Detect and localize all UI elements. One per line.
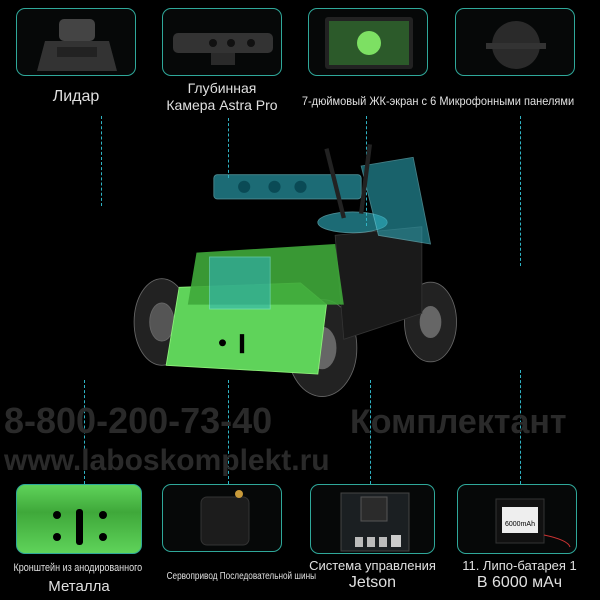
depth-camera-box — [162, 8, 282, 76]
lidar-box — [16, 8, 136, 76]
watermark-site: www.laboskomplekt.ru — [4, 444, 330, 477]
battery-icon: 6000mAh — [495, 498, 571, 548]
jetson-label-2: Jetson — [348, 574, 397, 591]
battery-label-2: В 6000 мАч — [476, 574, 563, 591]
battery-label-1: 11. Липо-батарея 1 — [462, 558, 577, 573]
battery-box: 6000mAh — [457, 484, 577, 554]
metal-bracket-label-1: Кронштейн из анодированного — [13, 562, 143, 574]
servo-box — [162, 484, 282, 552]
jetson-board-icon — [340, 492, 410, 552]
jetson-board-box — [310, 484, 435, 554]
servo-icon — [200, 490, 250, 546]
watermark-name: Комплектант — [350, 403, 567, 441]
servo-label: Сервопривод Последовательной шины — [166, 571, 317, 582]
lidar-icon — [37, 19, 117, 71]
lidar-label: Лидар — [52, 88, 100, 105]
robot-illustration — [133, 144, 457, 397]
metal-bracket-box — [16, 484, 142, 554]
microphone-array-icon — [486, 21, 546, 69]
jetson-label-1: Система управления — [309, 558, 436, 573]
depth-camera-label-1: Глубинная — [187, 80, 257, 96]
metal-bracket-icon — [53, 509, 107, 545]
metal-bracket-label-2: Металла — [48, 578, 110, 595]
watermark-phone: 8-800-200-73-40 — [4, 400, 273, 441]
depth-camera-icon — [173, 33, 273, 65]
depth-camera-label-2: Камера Astra Pro — [166, 97, 278, 113]
lcd-screen-icon — [325, 17, 413, 69]
microphone-array-box — [455, 8, 575, 76]
lcd-screen-label: 7-дюймовый ЖК-экран с 6 Микрофонными пан… — [301, 94, 575, 108]
lcd-screen-box — [308, 8, 428, 76]
battery-capacity-text: 6000mAh — [505, 521, 535, 528]
